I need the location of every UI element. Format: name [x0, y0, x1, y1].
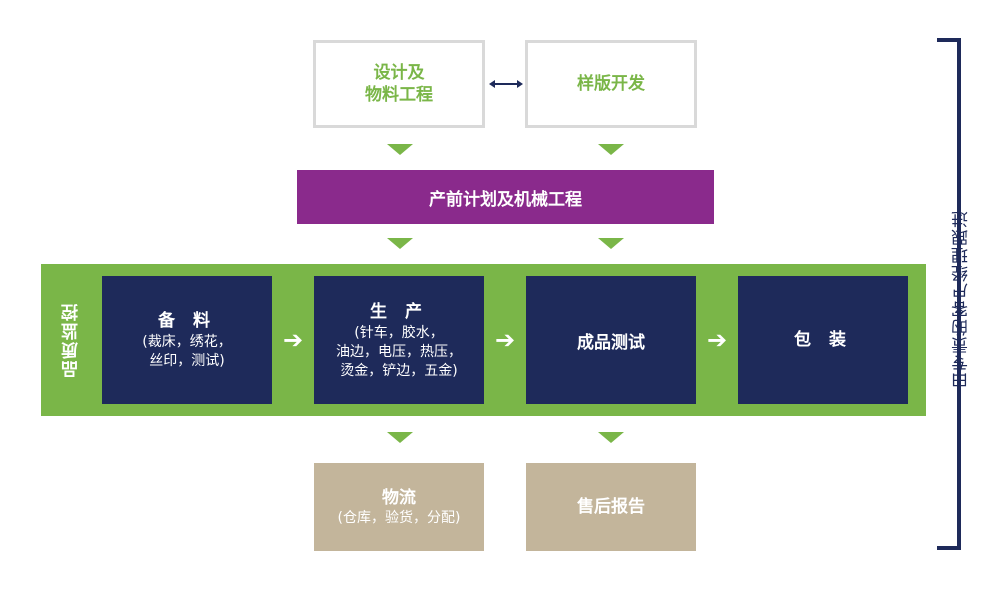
pre-production-bar: 产前计划及机械工程 [297, 170, 714, 224]
after-sales-box: 售后报告 [526, 463, 696, 551]
arrow-wrap: ➔ [272, 276, 314, 404]
pre-production-label: 产前计划及机械工程 [429, 189, 582, 210]
account-manager-bracket [937, 38, 961, 550]
logistics-sub: (仓库，验货，分配) [337, 509, 461, 526]
bidirectional-arrow-icon [489, 80, 523, 88]
step-materials-sub-2: 丝印，测试) [149, 353, 225, 369]
down-triangle-icon [598, 238, 624, 249]
step-materials-box: 备 料 (裁床，绣花， 丝印，测试) [102, 276, 272, 404]
arrow-wrap: ➔ [484, 276, 526, 404]
logistics-box: 物流 (仓库，验货，分配) [314, 463, 484, 551]
quality-control-label: 品质监控 [61, 302, 82, 378]
step-testing-title: 成品测试 [577, 332, 645, 353]
sample-development-box: 样版开发 [525, 40, 697, 128]
down-triangle-icon [387, 238, 413, 249]
arrow-wrap: ➔ [696, 276, 738, 404]
quality-control-label-wrap: 品质监控 [51, 276, 91, 404]
account-manager-label-wrap: 由专责的客户经理跟进 [945, 180, 977, 420]
design-line-1: 设计及 [373, 63, 425, 83]
right-arrow-icon: ➔ [706, 326, 728, 354]
step-materials-title: 备 料 [158, 311, 216, 331]
down-triangle-icon [598, 144, 624, 155]
step-production-sub-2: 油边，电压，热压， [336, 343, 462, 360]
down-triangle-icon [387, 432, 413, 443]
design-materials-box: 设计及 物料工程 [313, 40, 485, 128]
step-packaging-box: 包 装 [738, 276, 908, 404]
design-line-2: 物料工程 [365, 85, 433, 105]
logistics-title: 物流 [382, 487, 416, 508]
down-triangle-icon [598, 432, 624, 443]
step-production-sub-3: 烫金，铲边，五金) [340, 362, 458, 379]
step-packaging-title: 包 装 [794, 330, 852, 350]
step-materials-sub-1: (裁床，绣花， [142, 334, 232, 350]
account-manager-label: 由专责的客户经理跟进 [951, 210, 972, 390]
step-testing-box: 成品测试 [526, 276, 696, 404]
down-triangle-icon [387, 144, 413, 155]
sample-label: 样版开发 [577, 74, 645, 94]
right-arrow-icon: ➔ [282, 326, 304, 354]
right-arrow-icon: ➔ [494, 326, 516, 354]
step-production-box: 生 产 (针车，胶水， 油边，电压，热压， 烫金，铲边，五金) [314, 276, 484, 404]
step-production-title: 生 产 [370, 301, 428, 322]
step-production-sub-1: (针车，胶水， [354, 324, 444, 341]
after-sales-title: 售后报告 [577, 497, 645, 517]
